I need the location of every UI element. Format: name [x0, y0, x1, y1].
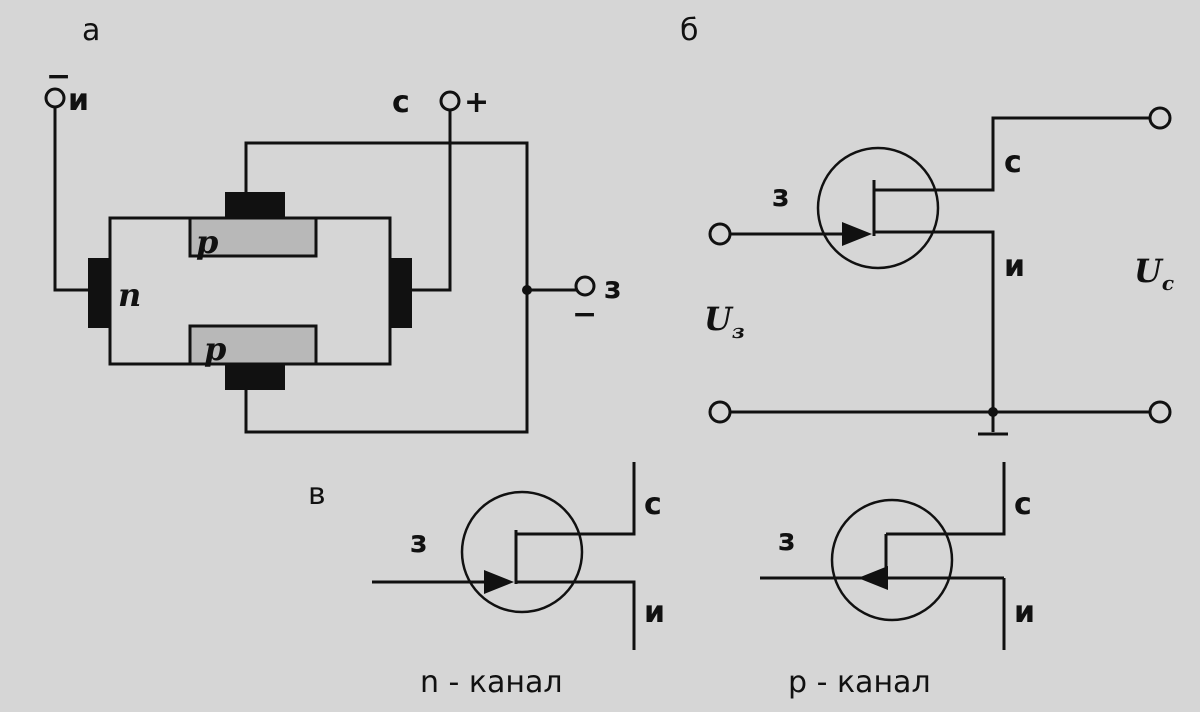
n-channel-body — [460, 490, 584, 614]
source-wire — [53, 107, 90, 292]
circuit-source-label: и — [1004, 249, 1025, 284]
p-region-bottom-label: p — [204, 330, 226, 368]
drain-voltage-label: Uc — [1134, 252, 1174, 295]
drain-sign: + — [464, 85, 489, 120]
p-channel-gate-label: з — [778, 523, 795, 558]
drain-wire — [412, 110, 452, 292]
panel-b-label: б — [680, 13, 699, 48]
panel-b-circuit: б з с и Uз Uc — [680, 13, 1174, 436]
gate-junction-dot — [522, 285, 532, 295]
circuit-gate-label: з — [772, 179, 789, 214]
source-lead — [874, 230, 995, 412]
p-channel-body — [830, 498, 954, 622]
panel-v-symbols: в з с и n - канал з с и р - канал — [308, 462, 1035, 700]
n-channel-symbol: з с и n - канал — [372, 462, 665, 700]
n-region-label: n — [118, 276, 141, 314]
gate-input-terminal — [708, 222, 732, 246]
n-channel-arrow-icon — [484, 570, 514, 594]
p-channel-source-label: и — [1014, 595, 1035, 630]
gate-label: з — [604, 271, 621, 306]
source-label: и — [68, 83, 89, 118]
n-channel-drain-label: с — [644, 487, 662, 522]
n-channel-source-lead — [516, 580, 636, 650]
p-channel-caption: р - канал — [788, 665, 931, 700]
circuit-drain-label: с — [1004, 145, 1022, 180]
gate-contact-top — [225, 192, 285, 218]
gate-terminal — [574, 275, 596, 297]
p-channel-drain-lead — [886, 462, 1006, 536]
panel-a-structure: а и − n p p з − с + — [44, 13, 621, 434]
drain-terminal — [439, 90, 461, 112]
gate-sign: − — [572, 297, 597, 332]
p-channel-drain-label: с — [1014, 487, 1032, 522]
n-channel-source-label: и — [644, 595, 665, 630]
n-channel-drain-lead — [516, 462, 636, 536]
gate-arrow-icon — [842, 222, 872, 246]
p-channel-symbol: з с и р - канал — [760, 462, 1035, 700]
drain-contact — [390, 258, 412, 328]
transistor-body — [816, 146, 940, 270]
p-region-top — [188, 216, 318, 258]
gate-wire-loop — [244, 141, 529, 434]
drain-return-terminal — [1148, 400, 1172, 424]
drain-label: с — [392, 85, 410, 120]
source-sign: − — [46, 59, 71, 94]
gate-contact-bottom — [225, 364, 285, 390]
panel-v-label: в — [308, 477, 326, 512]
drain-lead — [874, 116, 1150, 192]
drain-output-terminal — [1148, 106, 1172, 130]
p-region-top-label: p — [196, 223, 218, 261]
panel-a-label: а — [82, 13, 100, 48]
gate-voltage-label: Uз — [704, 300, 745, 343]
n-channel-gate-label: з — [410, 525, 427, 560]
gate-return-terminal — [708, 400, 732, 424]
p-channel-arrow-icon — [858, 566, 888, 590]
source-contact — [88, 258, 110, 328]
n-channel-caption: n - канал — [420, 665, 563, 700]
